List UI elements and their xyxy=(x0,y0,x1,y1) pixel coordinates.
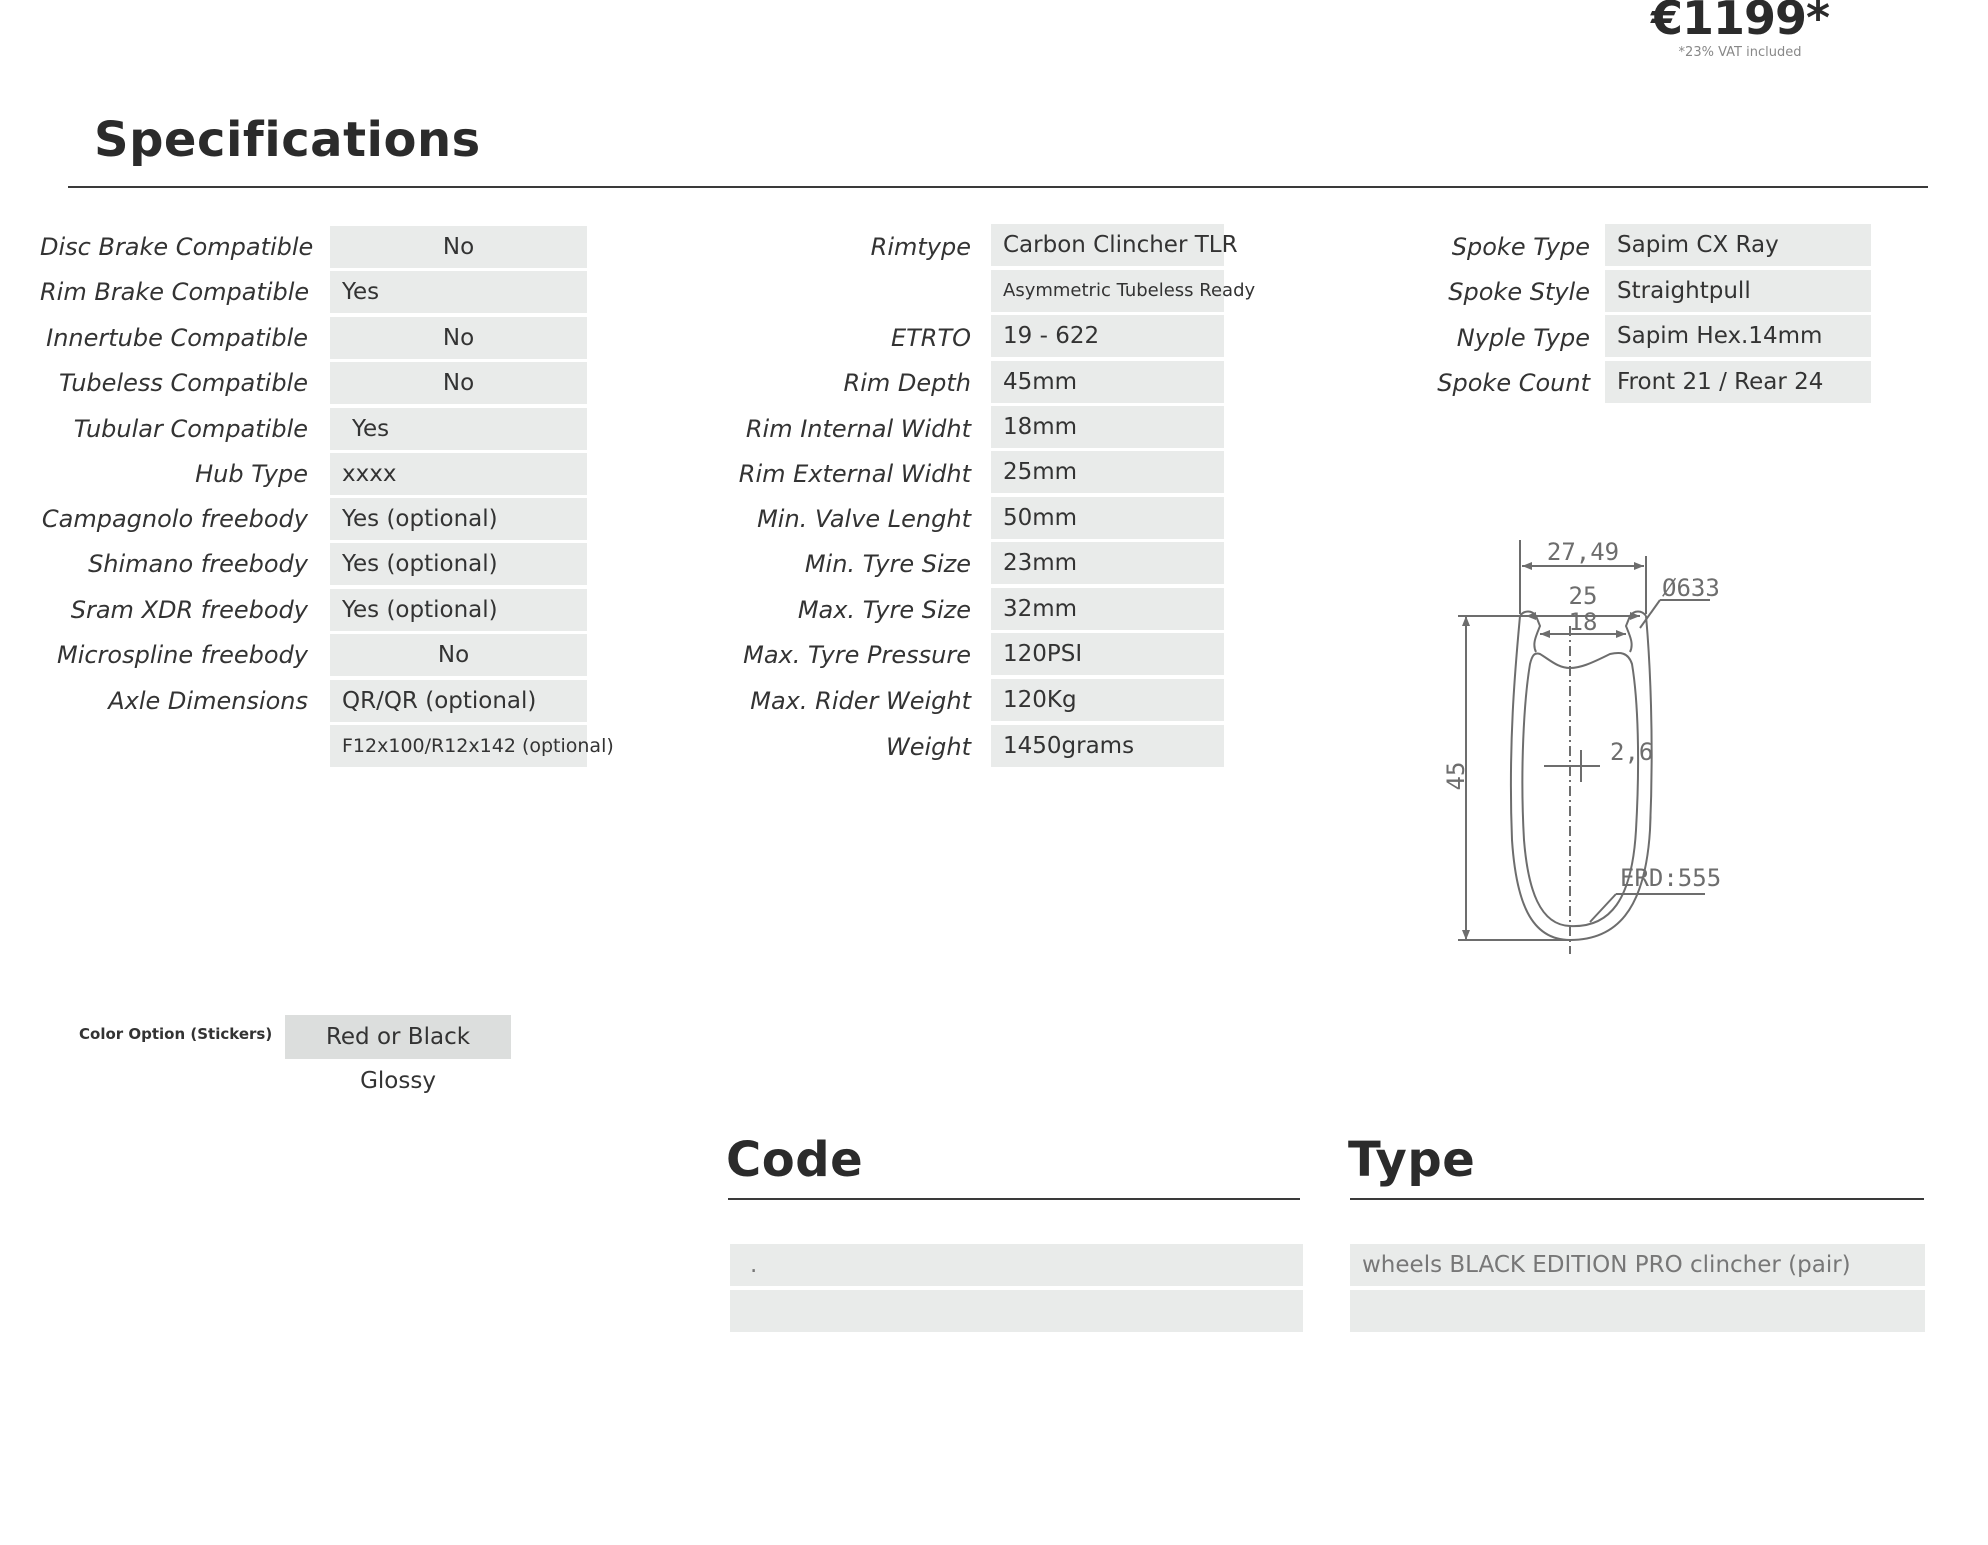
spec-label: Weight xyxy=(885,733,971,761)
spec-label: ETRTO xyxy=(890,324,971,352)
spec-label: Innertube Compatible xyxy=(46,324,308,352)
spec-label: Rim Depth xyxy=(843,369,971,397)
dim-diameter: Ø633 xyxy=(1662,574,1720,602)
spec-value: No xyxy=(330,226,587,268)
spec-label: Hub Type xyxy=(195,460,308,488)
price-value: €1199* xyxy=(1650,0,1830,45)
spec-label: Max. Rider Weight xyxy=(750,687,971,715)
spec-label: Axle Dimensions xyxy=(108,687,308,715)
spec-label: Sram XDR freebody xyxy=(70,596,308,624)
spec-label: Shimano freebody xyxy=(88,550,308,578)
spec-value: 25mm xyxy=(991,451,1224,493)
type-title: Type xyxy=(1348,1132,1476,1188)
spec-label: Rim Internal Widht xyxy=(745,415,971,443)
code-row: . xyxy=(730,1244,1303,1286)
dim-width-18: 18 xyxy=(1569,608,1598,636)
spec-label: Spoke Count xyxy=(1437,369,1590,397)
spec-value: Straightpull xyxy=(1605,270,1871,312)
type-row: wheels BLACK EDITION PRO clincher (pair) xyxy=(1350,1244,1925,1286)
spec-value: 120PSI xyxy=(991,633,1224,675)
spec-label: Spoke Style xyxy=(1448,278,1590,306)
price-block: €1199* *23% VAT included xyxy=(1590,0,1890,60)
type-row xyxy=(1350,1290,1925,1332)
spec-value: QR/QR (optional) xyxy=(330,680,587,722)
spec-value: 32mm xyxy=(991,588,1224,630)
spec-label: Max. Tyre Pressure xyxy=(743,641,971,669)
dim-thickness: 2,6 xyxy=(1610,738,1653,766)
spec-value: 120Kg xyxy=(991,679,1224,721)
price-note: *23% VAT included xyxy=(1678,45,1802,60)
code-divider xyxy=(728,1198,1300,1200)
dim-depth: 45 xyxy=(1442,762,1470,791)
spec-label: Min. Tyre Size xyxy=(804,550,971,578)
spec-value: 23mm xyxy=(991,542,1224,584)
spec-value: Asymmetric Tubeless Ready xyxy=(991,270,1255,312)
spec-label: Nyple Type xyxy=(1456,324,1590,352)
spec-value: No xyxy=(330,634,587,676)
spec-label: Rim External Widht xyxy=(738,460,971,488)
rim-profile-diagram: 27,49 25 18 Ø633 2,6 45 ERD:555 xyxy=(1442,538,1721,954)
spec-value: Carbon Clincher TLR xyxy=(991,224,1238,266)
spec-value: F12x100/R12x142 (optional) xyxy=(330,725,614,767)
spec-value: 45mm xyxy=(991,361,1224,403)
spec-label: Rimtype xyxy=(870,233,971,261)
spec-value: 50mm xyxy=(991,497,1224,539)
dim-erd: ERD:555 xyxy=(1620,864,1721,892)
spec-label: Tubeless Compatible xyxy=(58,369,308,397)
spec-label: Max. Tyre Size xyxy=(797,596,971,624)
spec-value: Front 21 / Rear 24 xyxy=(1605,361,1871,403)
spec-value: Sapim Hex.14mm xyxy=(1605,315,1871,357)
spec-value: Yes xyxy=(330,408,587,450)
spec-label: Microspline freebody xyxy=(56,641,308,669)
color-option-value: Red or Black Glossy xyxy=(285,1015,511,1094)
spec-label: Tubular Compatible xyxy=(73,415,308,443)
spec-value: Sapim CX Ray xyxy=(1605,224,1871,266)
type-divider xyxy=(1350,1198,1924,1200)
spec-label: Disc Brake Compatible xyxy=(40,233,314,261)
spec-value: No xyxy=(330,362,587,404)
spec-value: 18mm xyxy=(991,406,1224,448)
spec-value: Yes (optional) xyxy=(330,498,587,540)
spec-label: Campagnolo freebody xyxy=(41,505,308,533)
dim-width-25: 25 xyxy=(1569,582,1598,610)
specifications-divider xyxy=(68,186,1928,188)
dim-outer-width: 27,49 xyxy=(1547,538,1619,566)
color-option-label: Color Option (Stickers) xyxy=(79,1025,273,1043)
spec-value: Yes (optional) xyxy=(330,589,587,631)
specifications-title: Specifications xyxy=(94,112,481,168)
spec-value: Yes (optional) xyxy=(330,543,587,585)
code-row xyxy=(730,1290,1303,1332)
code-title: Code xyxy=(726,1132,864,1188)
spec-value: xxxx xyxy=(330,453,587,495)
spec-label: Rim Brake Compatible xyxy=(40,278,310,306)
spec-label: Min. Valve Lenght xyxy=(757,505,971,533)
spec-label: Spoke Type xyxy=(1451,233,1590,261)
spec-value: 19 - 622 xyxy=(991,315,1224,357)
spec-value: 1450grams xyxy=(991,725,1224,767)
spec-value: No xyxy=(330,317,587,359)
spec-value: Yes xyxy=(330,271,587,313)
